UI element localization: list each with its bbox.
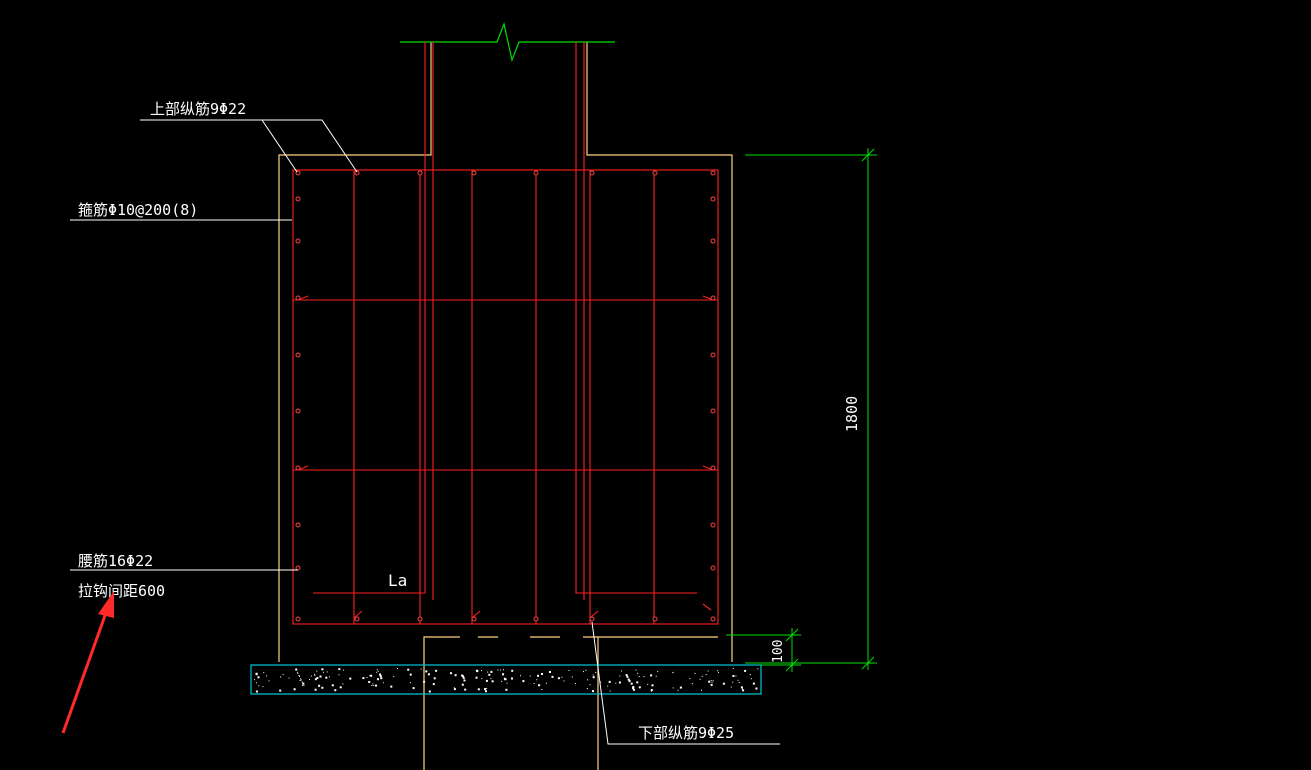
side-rebar-dot bbox=[710, 408, 716, 414]
cover-dimension-label: 100 bbox=[771, 640, 786, 663]
leader-lines bbox=[70, 119, 780, 745]
stirrup-label: 箍筋Φ10@200(8) bbox=[78, 201, 198, 219]
tie-spacing-label: 拉钩间距600 bbox=[78, 582, 165, 600]
bottom-rebar-dot bbox=[652, 616, 658, 622]
rebar-dots bbox=[295, 170, 716, 622]
side-rebar-dot bbox=[710, 295, 716, 301]
top-rebar-dot bbox=[354, 170, 360, 176]
waist-bars-label: 腰筋16Φ22 bbox=[78, 552, 153, 570]
rebar-cage bbox=[292, 42, 719, 625]
bottom-rebar-dot bbox=[417, 616, 423, 622]
top-rebar-dot bbox=[417, 170, 423, 176]
side-rebar-dot bbox=[710, 196, 716, 202]
side-rebar-dot bbox=[295, 408, 301, 414]
top-rebar-dot bbox=[533, 170, 539, 176]
side-rebar-dot bbox=[710, 352, 716, 358]
height-dimension-label: 1800 bbox=[843, 396, 861, 432]
bottom-bars-label: 下部纵筋9Φ25 bbox=[638, 724, 734, 742]
bottom-rebar-dot bbox=[471, 616, 477, 622]
side-rebar-dot bbox=[295, 352, 301, 358]
side-rebar-dot bbox=[710, 522, 716, 528]
bottom-rebar-dot bbox=[589, 616, 595, 622]
side-rebar-dot bbox=[295, 565, 301, 571]
anchor-length-label: La bbox=[388, 571, 407, 590]
side-rebar-dot bbox=[295, 295, 301, 301]
side-rebar-dot bbox=[710, 565, 716, 571]
top-rebar-dot bbox=[471, 170, 477, 176]
side-rebar-dot bbox=[295, 465, 301, 471]
bottom-rebar-dot bbox=[710, 616, 716, 622]
dimension-lines bbox=[726, 148, 877, 672]
side-rebar-dot bbox=[295, 522, 301, 528]
concrete-cushion-layer bbox=[250, 664, 762, 695]
concrete-outline bbox=[278, 42, 733, 770]
top-rebar-dot bbox=[710, 170, 716, 176]
bottom-rebar-dot bbox=[295, 616, 301, 622]
side-rebar-dot bbox=[295, 196, 301, 202]
top-rebar-dot bbox=[652, 170, 658, 176]
top-bars-label: 上部纵筋9Φ22 bbox=[150, 100, 246, 118]
side-rebar-dot bbox=[710, 465, 716, 471]
bottom-rebar-dot bbox=[354, 616, 360, 622]
side-rebar-dot bbox=[295, 238, 301, 244]
bottom-rebar-dot bbox=[533, 616, 539, 622]
side-rebar-dot bbox=[710, 238, 716, 244]
column-break-line bbox=[400, 21, 615, 63]
top-rebar-dot bbox=[589, 170, 595, 176]
red-arrow-annotation bbox=[61, 591, 114, 734]
